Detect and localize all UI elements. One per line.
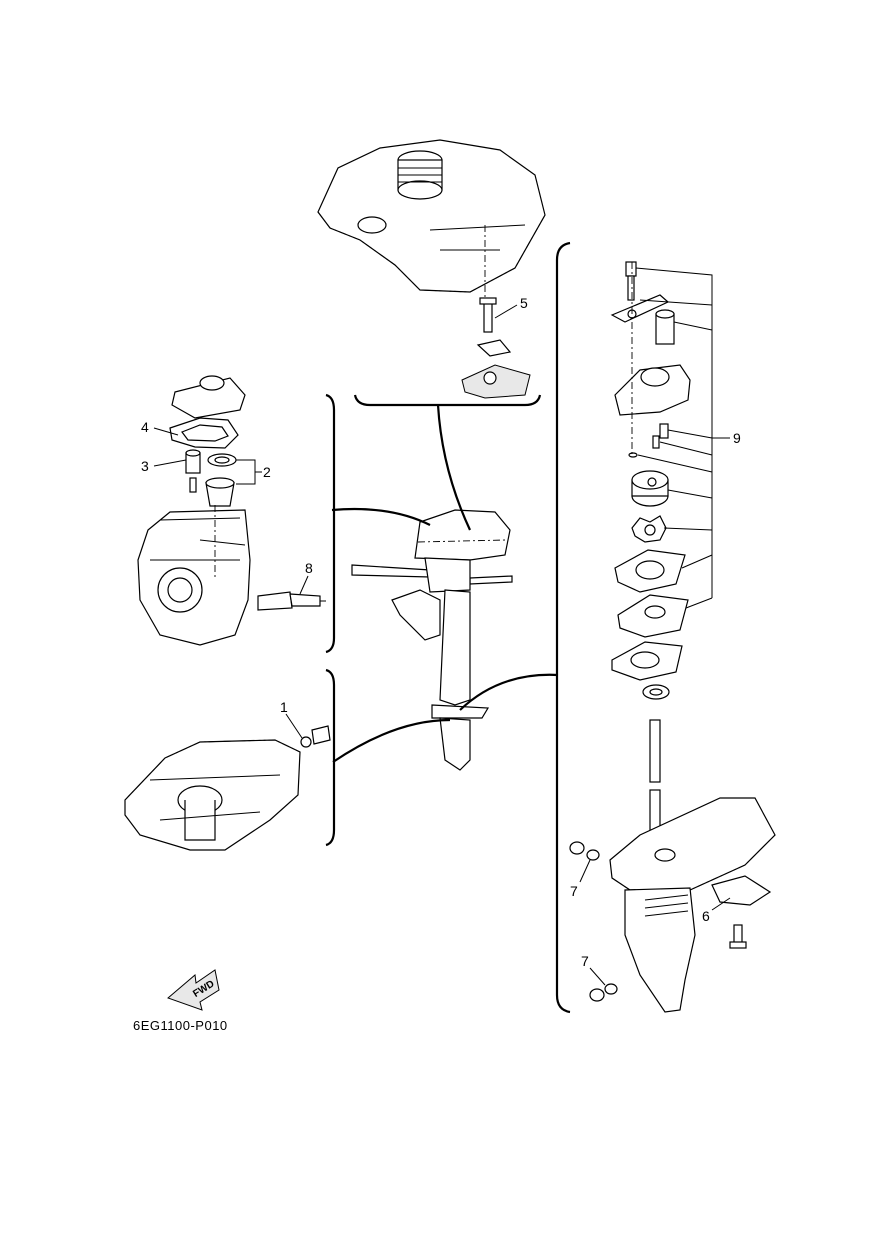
powerhead-group-bracket [325, 393, 336, 654]
top-cowling [317, 139, 546, 300]
connector-lower [332, 718, 451, 763]
cowling-screw [461, 297, 531, 399]
crankcase-group-bracket [325, 668, 336, 847]
lower-unit-group-bracket [555, 241, 571, 1014]
diagram-code: 6EG1100-P010 [133, 1018, 228, 1033]
outboard-motor-silhouette [351, 509, 513, 771]
callout-6: 6 [702, 908, 710, 924]
connector-top [436, 404, 471, 531]
callout-8: 8 [305, 560, 313, 576]
powerhead-assembly [137, 375, 326, 646]
gear-case-assembly [569, 797, 776, 1013]
callout-4: 4 [141, 419, 149, 435]
callout-5: 5 [520, 295, 528, 311]
water-pump-assembly [610, 261, 691, 851]
top-group-bracket [353, 394, 542, 407]
connector-powerhead [331, 507, 431, 526]
callout-9-leaders [635, 267, 730, 609]
fwd-arrow-icon: FWD [167, 969, 220, 1011]
callout-7-lower: 7 [581, 953, 589, 969]
callout-3: 3 [141, 458, 149, 474]
callout-1: 1 [280, 699, 288, 715]
callout-7-upper: 7 [570, 883, 578, 899]
crankcase-assembly [124, 725, 331, 851]
connector-right [459, 673, 559, 711]
callout-2: 2 [263, 464, 271, 480]
callout-9: 9 [733, 430, 741, 446]
